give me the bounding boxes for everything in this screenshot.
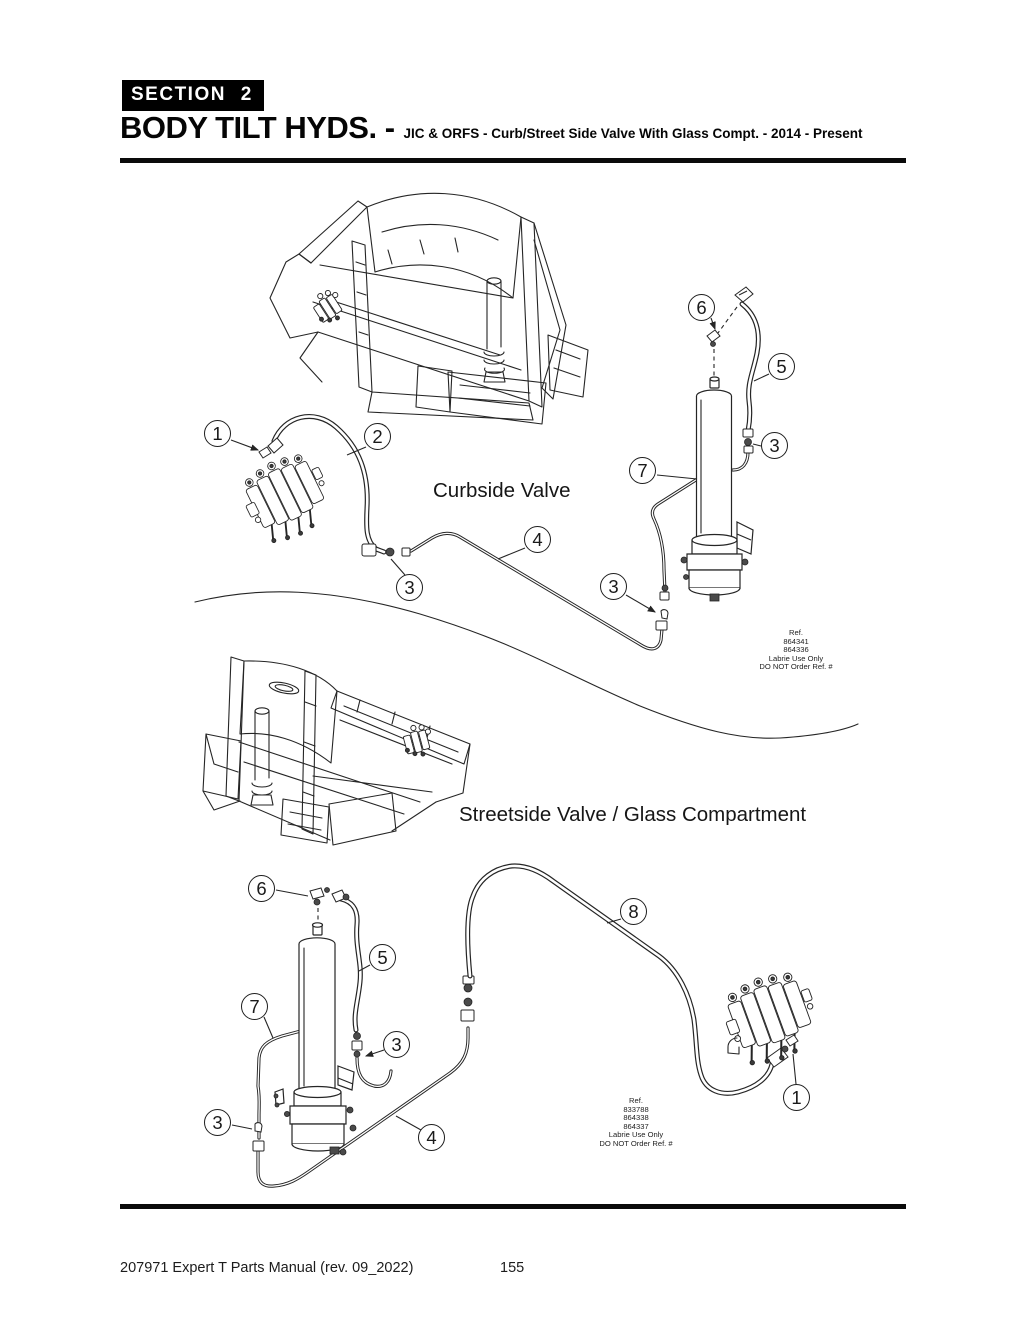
callout-6-curbside: 6 <box>688 294 715 321</box>
separator-curve <box>194 591 859 739</box>
footer-manual-ref: 207971 Expert T Parts Manual (rev. 09_20… <box>120 1260 414 1276</box>
streetside-cylinder-drawing <box>273 922 357 1156</box>
callout-7-streetside: 7 <box>241 993 268 1020</box>
callout-1-curbside: 1 <box>204 420 231 447</box>
footer-rule <box>120 1204 906 1209</box>
curbside-valve-label: Curbside Valve <box>433 479 571 502</box>
streetside-valve-label: Streetside Valve / Glass Compartment <box>459 803 807 826</box>
ref-line: DO NOT Order Ref. # <box>599 1138 673 1148</box>
callout-3-curbside-c: 3 <box>600 573 627 600</box>
streetside-ref-note: Ref. 833788 864338 864337 Labrie Use Onl… <box>566 1096 706 1149</box>
page-subtitle: JIC & ORFS - Curb/Street Side Valve With… <box>403 126 863 141</box>
header-rule <box>120 158 906 163</box>
callout-3-streetside-a: 3 <box>383 1031 410 1058</box>
callout-2-curbside: 2 <box>364 423 391 450</box>
ref-line: Labrie Use Only <box>608 1130 664 1140</box>
ref-line: Labrie Use Only <box>768 653 824 663</box>
ref-line: 864336 <box>783 645 809 655</box>
callout-6-streetside: 6 <box>248 875 275 902</box>
callout-3-curbside-a: 3 <box>396 574 423 601</box>
callout-7-curbside: 7 <box>629 457 656 484</box>
callout-4-curbside: 4 <box>524 526 551 553</box>
ref-line: 833788 <box>623 1104 649 1114</box>
callout-3-curbside-b: 3 <box>761 432 788 459</box>
page-title: BODY TILT HYDS. - <box>120 110 395 145</box>
callout-8-streetside: 8 <box>620 898 647 925</box>
streetside-diagram <box>252 863 838 1188</box>
ref-line: DO NOT Order Ref. # <box>759 662 833 672</box>
footer-page-number: 155 <box>500 1260 525 1276</box>
ref-line: Ref. <box>789 628 803 637</box>
callout-1-streetside: 1 <box>783 1084 810 1111</box>
page-title-row: BODY TILT HYDS. - JIC & ORFS - Curb/Stree… <box>120 110 863 146</box>
callout-3-streetside-b: 3 <box>204 1109 231 1136</box>
callout-leader-lines <box>230 317 797 1131</box>
ref-line: Ref. <box>629 1096 643 1105</box>
callout-4-streetside: 4 <box>418 1124 445 1151</box>
curbside-cylinder-drawing <box>680 376 754 602</box>
curbside-ref-note: Ref. 864341 864336 Labrie Use Only DO NO… <box>726 628 866 672</box>
callout-5-streetside: 5 <box>369 944 396 971</box>
ref-line: 864341 <box>783 636 809 646</box>
ref-line: 864338 <box>623 1113 649 1123</box>
ref-line: 864337 <box>623 1121 649 1131</box>
curbside-diagram <box>232 286 761 651</box>
callout-5-curbside: 5 <box>768 353 795 380</box>
truck-body-streetside-drawing <box>202 656 471 846</box>
section-badge: SECTION 2 <box>122 80 264 111</box>
truck-body-curbside-drawing <box>269 192 589 425</box>
